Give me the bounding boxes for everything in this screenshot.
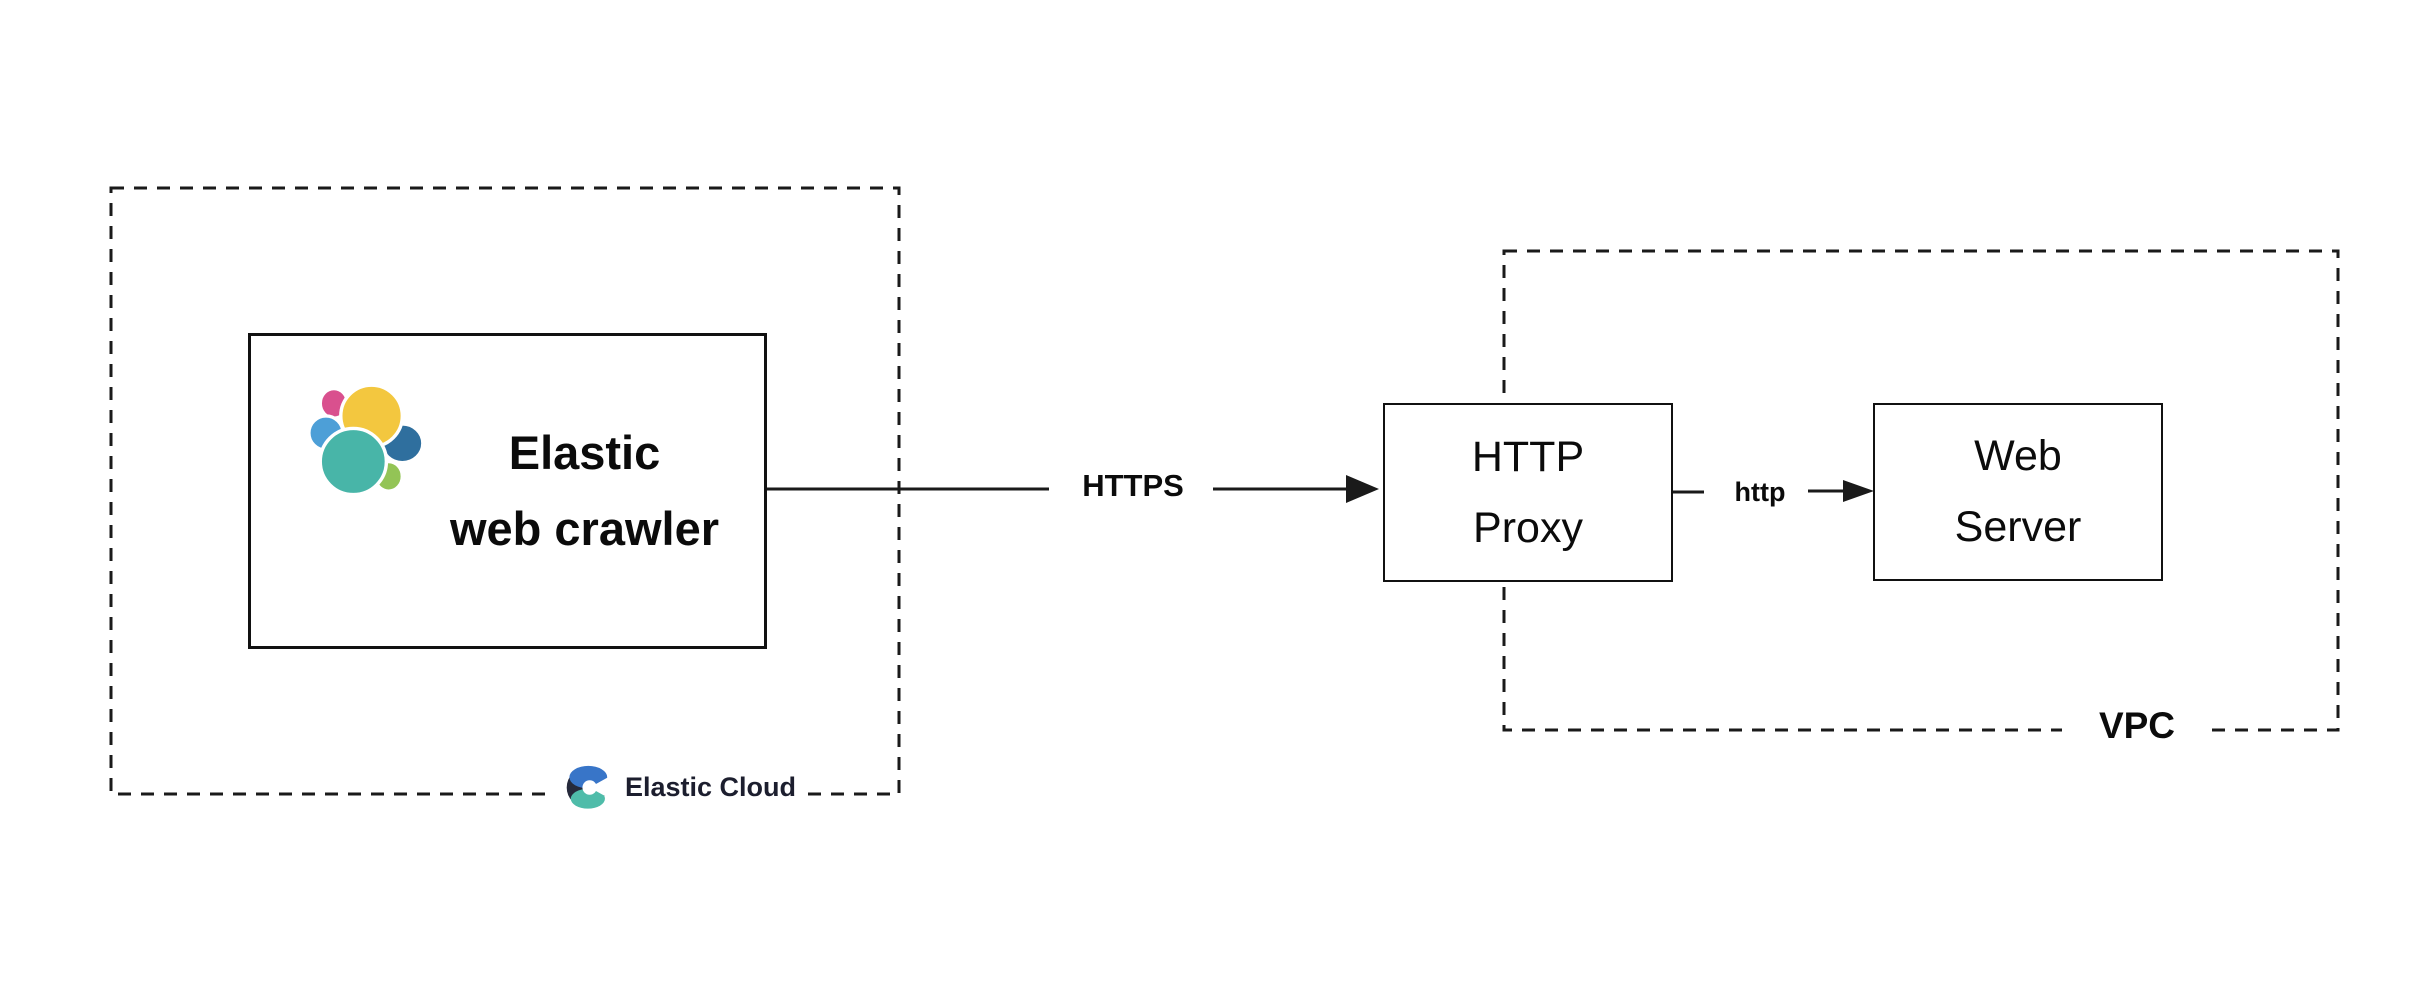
web-server-title: Web Server	[1955, 421, 2082, 563]
elastic-logo-icon	[309, 383, 424, 497]
https-label: HTTPS	[1053, 464, 1213, 508]
https-arrowhead-icon	[1346, 475, 1379, 503]
vpc-label: VPC	[2062, 703, 2212, 749]
node-elastic-web-crawler: Elastic web crawler	[248, 333, 767, 649]
node-http-proxy: HTTP Proxy	[1383, 403, 1673, 582]
http-proxy-title-line2: Proxy	[1473, 503, 1583, 552]
elastic-cloud-label-text: Elastic Cloud	[625, 771, 797, 802]
crawler-title-line2: web crawler	[449, 502, 720, 555]
http-proxy-title: HTTP Proxy	[1472, 422, 1584, 564]
node-web-server: Web Server	[1873, 403, 2163, 581]
http-label: http	[1712, 472, 1808, 512]
elastic-cloud-boundary	[109, 186, 901, 796]
http-proxy-title-line1: HTTP	[1471, 432, 1585, 481]
elastic-cloud-label: Elastic Cloud	[552, 758, 809, 816]
vpc-boundary	[1502, 249, 2340, 732]
crawler-title-line1: Elastic	[508, 426, 661, 479]
elastic-cloud-logo-icon	[566, 765, 609, 809]
web-server-title-line1: Web	[1974, 432, 2062, 480]
web-server-title-line2: Server	[1954, 503, 2082, 551]
http-arrowhead-icon	[1843, 480, 1874, 502]
crawler-title: Elastic web crawler	[450, 415, 719, 567]
